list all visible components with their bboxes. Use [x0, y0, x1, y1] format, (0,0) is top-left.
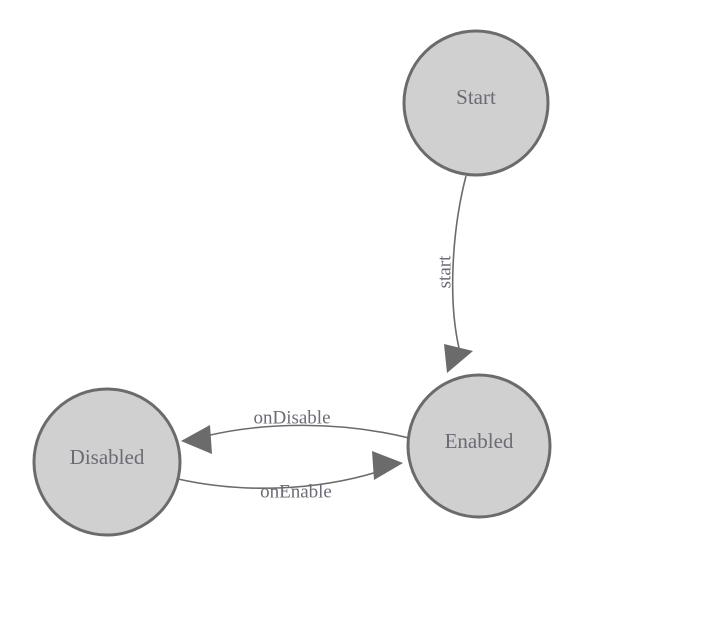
node-start[interactable]: Start: [402, 29, 550, 177]
edge-disabled-to-enabled[interactable]: [177, 451, 403, 489]
edge-label-start: start: [434, 255, 455, 288]
node-enabled-label: Enabled: [445, 429, 514, 453]
edge-path-start-to-enabled: [451, 175, 467, 349]
edge-path-enabled-to-disabled: [205, 424, 410, 439]
node-disabled-circle: [32, 387, 182, 537]
edge-start-to-enabled[interactable]: [444, 175, 473, 373]
edge-path-disabled-to-enabled: [177, 471, 378, 489]
node-disabled[interactable]: Disabled: [32, 387, 182, 537]
node-enabled[interactable]: Enabled: [406, 373, 552, 519]
edge-label-on-disable: onDisable: [253, 407, 330, 428]
node-start-label: Start: [456, 85, 496, 109]
arrowhead-enabled-to-disabled: [181, 425, 212, 454]
edge-enabled-to-disabled[interactable]: [181, 424, 410, 454]
arrowhead-start-to-enabled: [444, 344, 473, 373]
node-disabled-label: Disabled: [70, 445, 145, 469]
arrowhead-disabled-to-enabled: [372, 451, 403, 480]
node-enabled-circle: [406, 373, 552, 519]
edge-label-on-enable: onEnable: [260, 481, 332, 502]
node-start-circle: [402, 29, 550, 177]
